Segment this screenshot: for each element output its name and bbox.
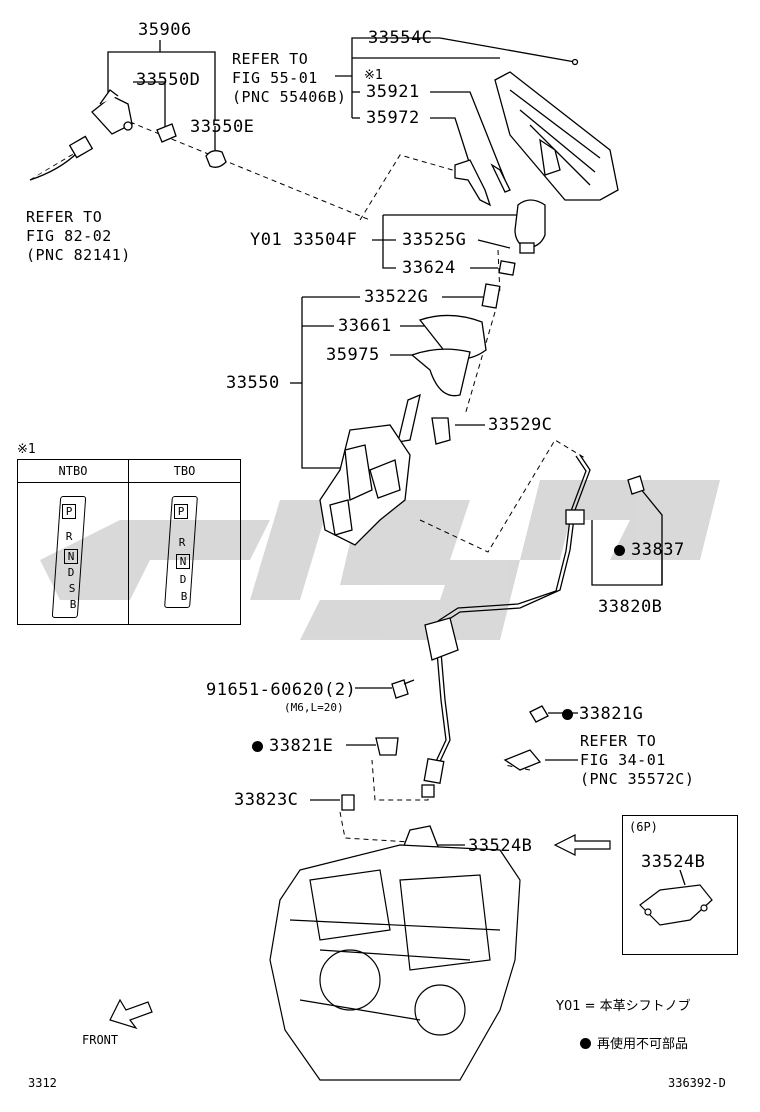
- tbo-pos-b: B: [180, 590, 188, 603]
- ntbo-pos-s: S: [68, 582, 76, 595]
- part-label-33661: 33661: [338, 316, 392, 336]
- part-label-33823c: 33823C: [234, 790, 299, 810]
- tbo-pos-r: R: [178, 536, 186, 549]
- switch-harness: [29, 89, 227, 181]
- ntbo-pos-b: B: [69, 598, 77, 611]
- ref-mark-1: ※1: [364, 68, 383, 83]
- part-label-33529c: 33529C: [488, 415, 553, 435]
- front-label: FRONT: [82, 1033, 119, 1047]
- inset-6p-title: (6P): [629, 820, 658, 834]
- inset-col-ntbo: NTBO: [18, 460, 128, 483]
- part-label-35906: 35906: [138, 20, 192, 40]
- part-label-91651: 91651-60620(2): [206, 680, 357, 700]
- ref-fig-82-02: REFER TO FIG 82-02 (PNC 82141): [26, 208, 131, 264]
- part-label-33624: 33624: [402, 258, 456, 278]
- part-label-35972: 35972: [366, 108, 420, 128]
- tbo-pos-p: P: [174, 504, 188, 519]
- footer-diagram-id: 336392-D: [668, 1076, 726, 1090]
- part-label-33820b: 33820B: [598, 597, 663, 617]
- part-label-33524b: 33524B: [468, 836, 533, 856]
- part-note-91651: (M6,L=20): [284, 701, 344, 714]
- front-arrow-icon: [109, 998, 153, 1030]
- ntbo-pos-r: R: [65, 530, 73, 543]
- legend-y01: Y01 = 本革シフトノブ: [556, 999, 691, 1014]
- callout-arrow: [553, 834, 611, 856]
- part-label-33524b-6p: 33524B: [641, 852, 706, 872]
- ref-fig-34-01: REFER TO FIG 34-01 (PNC 35572C): [580, 732, 695, 788]
- tbo-pos-d: D: [179, 573, 187, 586]
- bolts-and-clips: [341, 679, 549, 857]
- shift-lever-covers: [410, 314, 487, 397]
- legend-nonreusable: 再使用不可部品: [580, 1033, 688, 1052]
- bracket-6p: [639, 884, 713, 926]
- transmission-assembly: [269, 844, 521, 1081]
- inset-mark: ※1: [17, 442, 36, 457]
- part-label-33554c: 33554C: [368, 28, 433, 48]
- ntbo-pos-d: D: [67, 566, 75, 579]
- ref-fig-55-01: REFER TO FIG 55-01 (PNC 55406B): [232, 50, 347, 106]
- tbo-pos-n: N: [176, 554, 190, 569]
- inset-col-tbo: TBO: [129, 460, 240, 483]
- part-label-33550d: 33550D: [136, 70, 201, 90]
- shift-pattern-inset: NTBO TBO P R N D S B P R N D B: [17, 459, 241, 625]
- shift-lever-assembly: [319, 393, 451, 546]
- part-label-35975: 35975: [326, 345, 380, 365]
- part-label-33522g: 33522G: [364, 287, 429, 307]
- part-label-33525g: 33525G: [402, 230, 467, 250]
- shift-console-panel: [494, 58, 619, 201]
- ntbo-pos-n: N: [64, 549, 78, 564]
- inset-divider: [128, 460, 129, 624]
- part-label-33821e: 33821E: [252, 736, 333, 756]
- part-label-33821g: 33821G: [562, 704, 643, 724]
- inset-6p: (6P) 33524B: [622, 815, 738, 955]
- watermark-logo: [40, 480, 720, 640]
- ntbo-pos-p: P: [62, 504, 76, 519]
- part-label-33550e: 33550E: [190, 117, 255, 137]
- indicator-parts: [454, 159, 511, 207]
- part-label-33837: 33837: [614, 540, 685, 560]
- footer-page-code: 3312: [28, 1076, 57, 1090]
- part-label-33504f: Y01 33504F: [250, 230, 358, 250]
- shift-knob: [481, 199, 546, 309]
- part-label-33550: 33550: [226, 373, 280, 393]
- part-label-35921: 35921: [366, 82, 420, 102]
- shift-cable: [421, 454, 645, 798]
